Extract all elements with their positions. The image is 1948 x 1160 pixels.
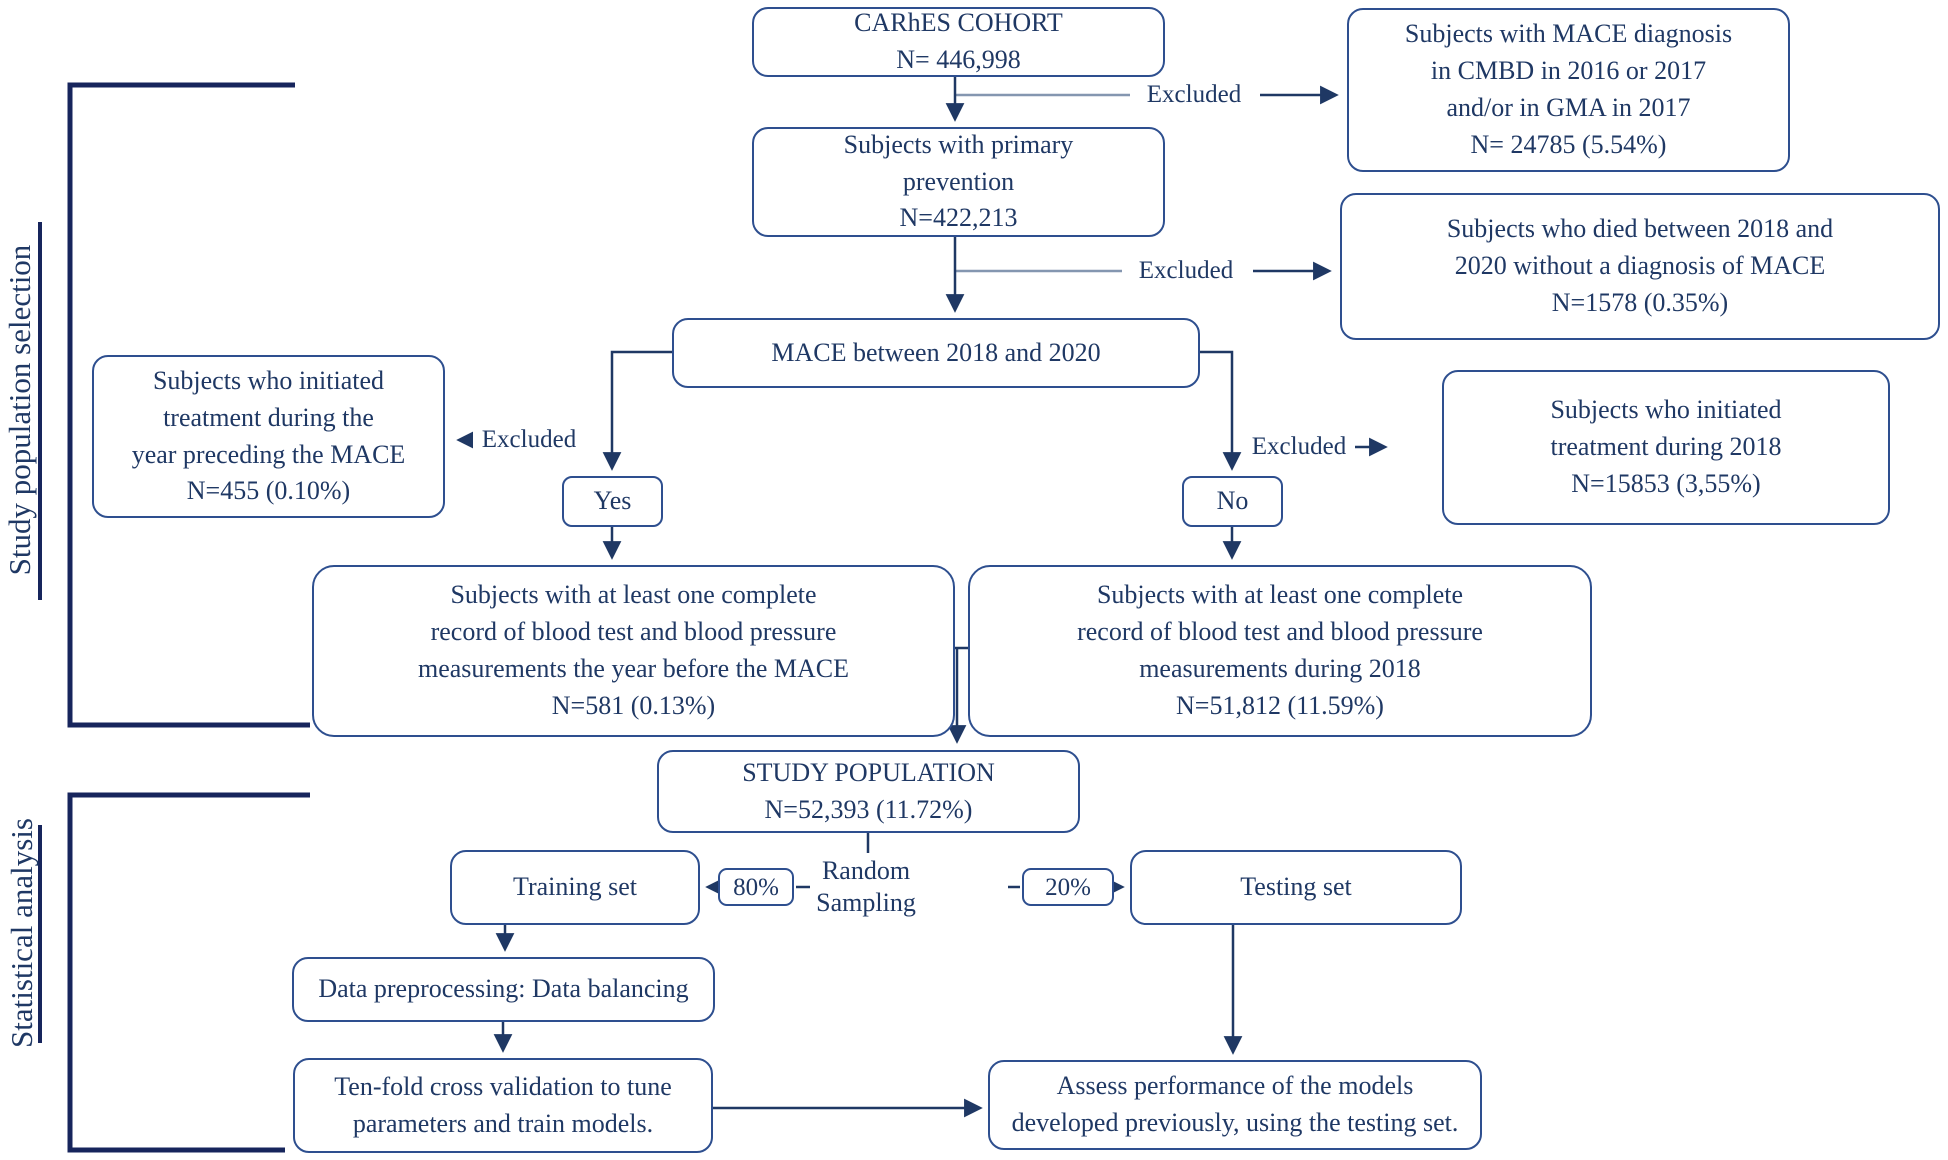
node-excluded-treatment-2018: Subjects who initiated treatment during … <box>1442 370 1890 525</box>
node-study-population: STUDY POPULATION N=52,393 (11.72%) <box>657 750 1080 833</box>
label-random-sampling: Random Sampling <box>810 855 922 919</box>
node-cross-validation: Ten-fold cross validation to tune parame… <box>293 1058 713 1153</box>
light-connectors <box>955 93 1130 273</box>
section-bracket-statistical-analysis <box>67 792 310 1153</box>
node-excluded-died: Subjects who died between 2018 and 2020 … <box>1340 193 1940 340</box>
node-mace-between-2018-2020: MACE between 2018 and 2020 <box>672 318 1200 388</box>
node-no: No <box>1182 476 1283 527</box>
node-20-percent: 20% <box>1022 868 1114 906</box>
label-excluded-mace-diagnosis: Excluded <box>1134 79 1254 111</box>
node-excluded-mace-diagnosis: Subjects with MACE diagnosis in CMBD in … <box>1347 8 1790 172</box>
node-complete-record-2018: Subjects with at least one complete reco… <box>968 565 1592 737</box>
node-carhes-cohort: CARhES COHORT N= 446,998 <box>752 7 1165 77</box>
label-excluded-treatment-2018: Excluded <box>1243 431 1355 463</box>
node-assess-performance: Assess performance of the models develop… <box>988 1060 1482 1150</box>
section-label-study-population-selection: Study population selection <box>2 244 37 576</box>
node-data-preprocessing: Data preprocessing: Data balancing <box>292 957 715 1022</box>
node-testing-set: Testing set <box>1130 850 1462 925</box>
label-excluded-died: Excluded <box>1126 255 1246 287</box>
section-label-statistical-analysis: Statistical analysis <box>4 818 39 1048</box>
node-primary-prevention: Subjects with primary prevention N=422,2… <box>752 127 1165 237</box>
node-complete-record-before-mace: Subjects with at least one complete reco… <box>312 565 955 737</box>
node-yes: Yes <box>562 476 663 527</box>
section-bracket-study-population <box>67 82 310 728</box>
label-excluded-treatment-preceding: Excluded <box>473 424 585 456</box>
node-training-set: Training set <box>450 850 700 925</box>
node-80-percent: 80% <box>718 868 794 906</box>
dark-connectors <box>456 77 1388 1118</box>
node-excluded-treatment-preceding-mace: Subjects who initiated treatment during … <box>92 355 445 518</box>
